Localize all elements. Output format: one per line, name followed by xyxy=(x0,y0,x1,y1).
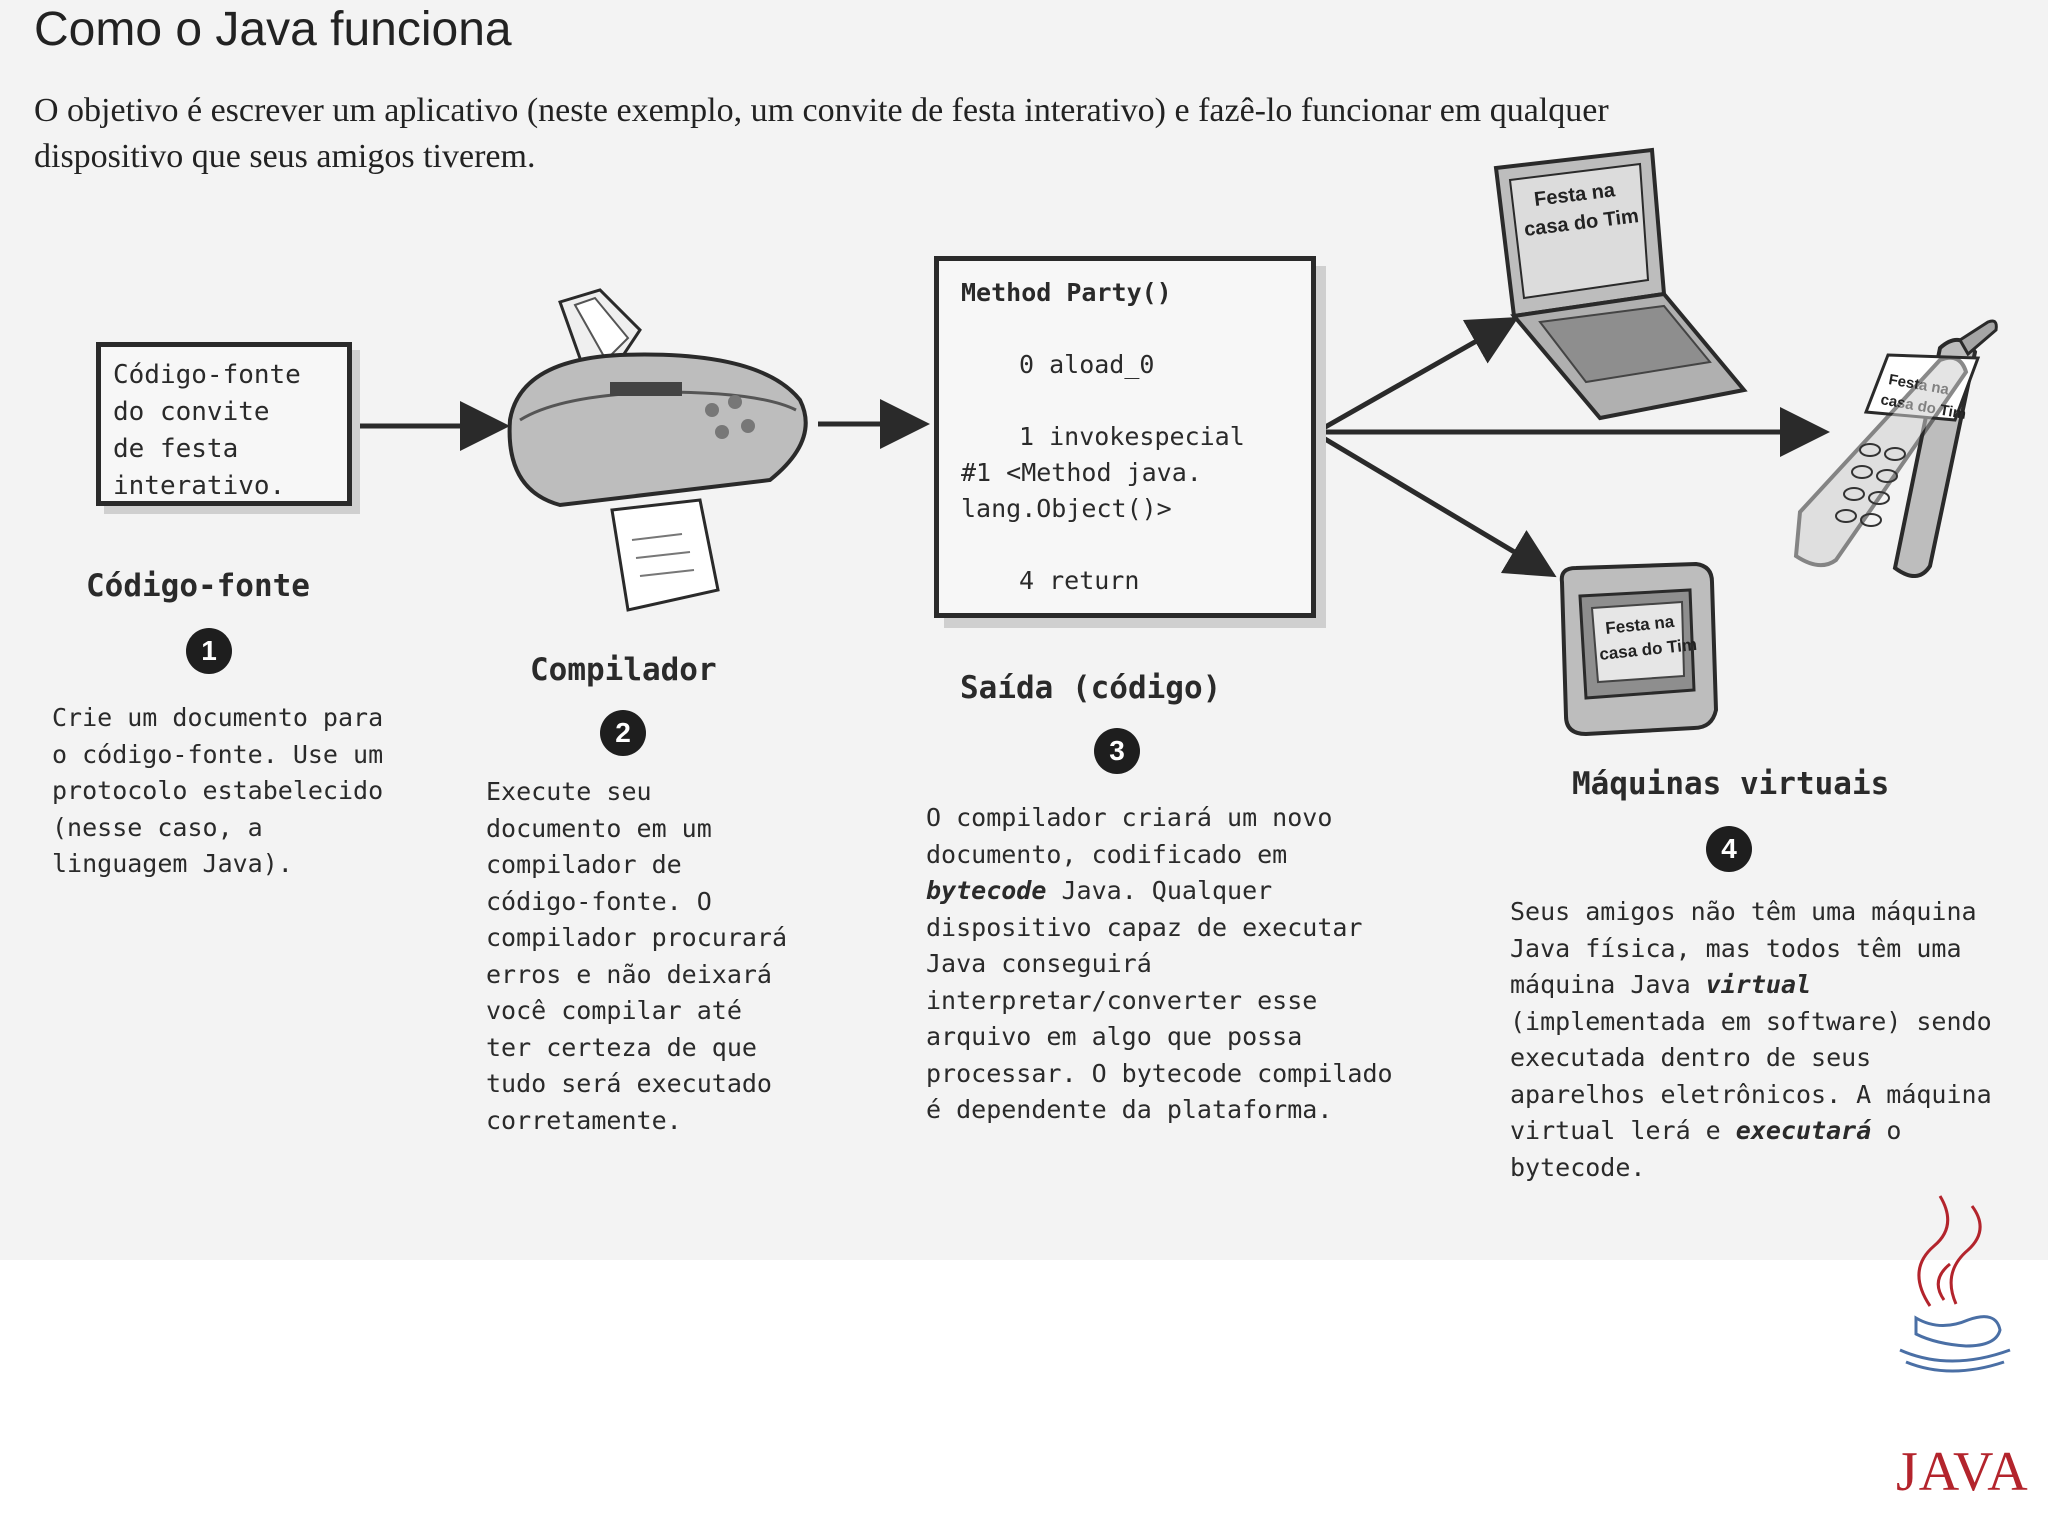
phone-illustration: Festa na casa do Tim xyxy=(1796,321,1996,576)
desc-line: Execute seu xyxy=(486,774,787,811)
step-1-number-badge: 1 xyxy=(186,628,232,674)
laptop-illustration: Festa na casa do Tim xyxy=(1496,150,1744,418)
bytecode-header: Method Party() xyxy=(961,275,1289,311)
bytecode-box: Method Party() 0 aload_0 1 invokespecial… xyxy=(934,256,1316,618)
step-4-number-badge: 4 xyxy=(1706,826,1752,872)
desc-line: compilador procurará xyxy=(486,920,787,957)
desc-emphasis: bytecode xyxy=(926,876,1046,905)
step-2-number-badge: 2 xyxy=(600,710,646,756)
arrow-to-laptop xyxy=(1320,322,1510,430)
bytecode-line: 0 aload_0 xyxy=(961,347,1289,383)
step-1-description: Crie um documento para o código-fonte. U… xyxy=(52,700,383,883)
java-logo-steam xyxy=(1919,1196,1980,1306)
desc-line: documento em um xyxy=(486,811,787,848)
arrow-to-pda xyxy=(1320,436,1548,572)
step-4-description: Seus amigos não têm uma máquina Java fís… xyxy=(1510,894,2010,1186)
step-1-title: Código-fonte xyxy=(86,568,310,604)
desc-line: compilador de xyxy=(486,847,787,884)
desc-line: tudo será executado xyxy=(486,1066,787,1103)
step-3-description: O compilador criará um novo documento, c… xyxy=(926,800,1416,1129)
bytecode-line: 1 invokespecial xyxy=(961,419,1289,455)
step-3-title: Saída (código) xyxy=(960,670,1221,706)
desc-line: ter certeza de que xyxy=(486,1030,787,1067)
pda-illustration: Festa na casa do Tim xyxy=(1562,564,1716,734)
desc-emphasis: executará xyxy=(1736,1116,1871,1145)
desc-line: linguagem Java). xyxy=(52,846,383,883)
desc-text: Java. Qualquer dispositivo capaz de exec… xyxy=(926,876,1393,1124)
bytecode-line: lang.Object()> xyxy=(961,491,1289,527)
desc-line: Crie um documento para xyxy=(52,700,383,737)
desc-line: (nesse caso, a xyxy=(52,810,383,847)
desc-line: erros e não deixará xyxy=(486,957,787,994)
java-logo-text: JAVA xyxy=(1896,1440,2029,1504)
desc-line: corretamente. xyxy=(486,1103,787,1140)
desc-text: O compilador criará um novo documento, c… xyxy=(926,803,1332,869)
java-logo-cup xyxy=(1900,1317,2010,1371)
bytecode-line: #1 <Method java. xyxy=(961,455,1289,491)
desc-line: você compilar até xyxy=(486,993,787,1030)
compiler-machine-illustration xyxy=(510,290,806,610)
desc-line: protocolo estabelecido xyxy=(52,773,383,810)
bytecode-line: 4 return xyxy=(961,563,1289,599)
step-4-title: Máquinas virtuais xyxy=(1572,766,1889,802)
desc-line: código-fonte. O xyxy=(486,884,787,921)
step-3-number-badge: 3 xyxy=(1094,728,1140,774)
step-2-description: Execute seu documento em um compilador d… xyxy=(486,774,787,1139)
source-code-box: Código-fonte do convite de festa interat… xyxy=(96,342,352,506)
desc-line: o código-fonte. Use um xyxy=(52,737,383,774)
desc-emphasis: virtual xyxy=(1706,970,1811,999)
step-2-title: Compilador xyxy=(530,652,717,688)
